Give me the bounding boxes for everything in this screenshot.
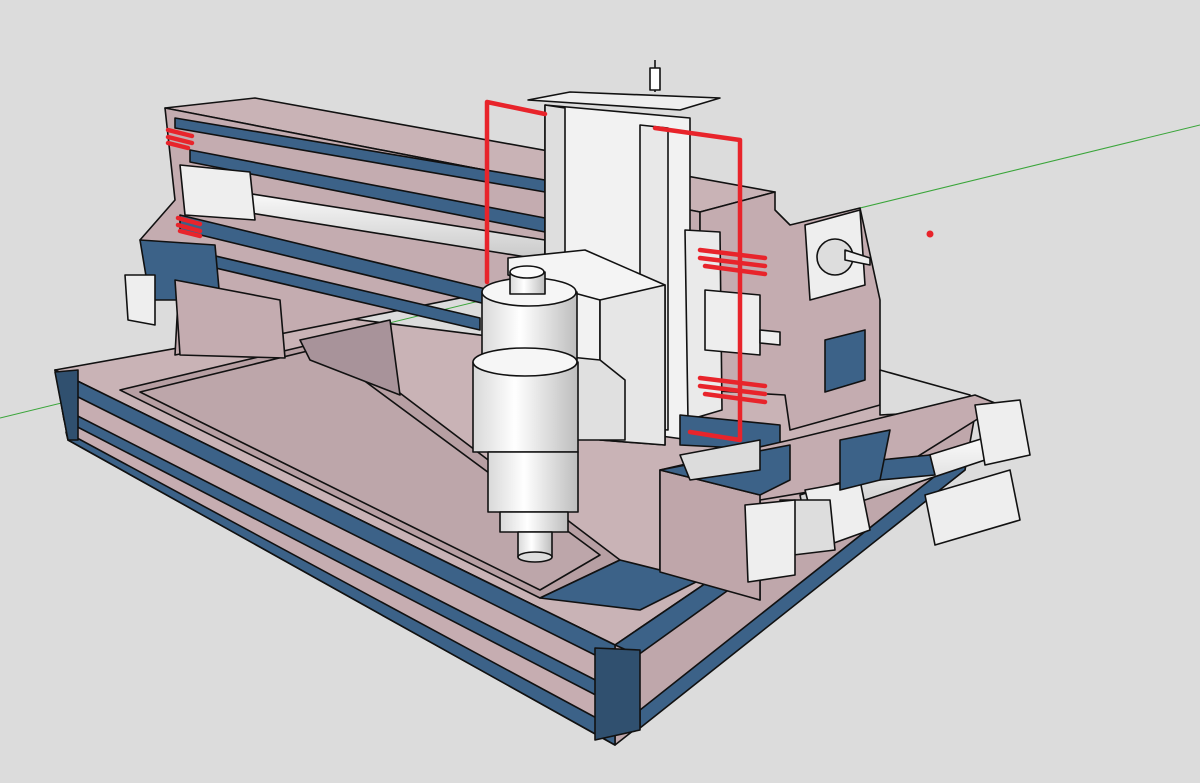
spindle-motor	[472, 265, 579, 563]
red-marker-dot	[926, 230, 934, 238]
red-annotation-lines	[165, 99, 768, 443]
back-gantry-beam	[124, 97, 776, 359]
front-right-rail	[659, 394, 1031, 601]
right-motor-mount	[699, 191, 976, 431]
